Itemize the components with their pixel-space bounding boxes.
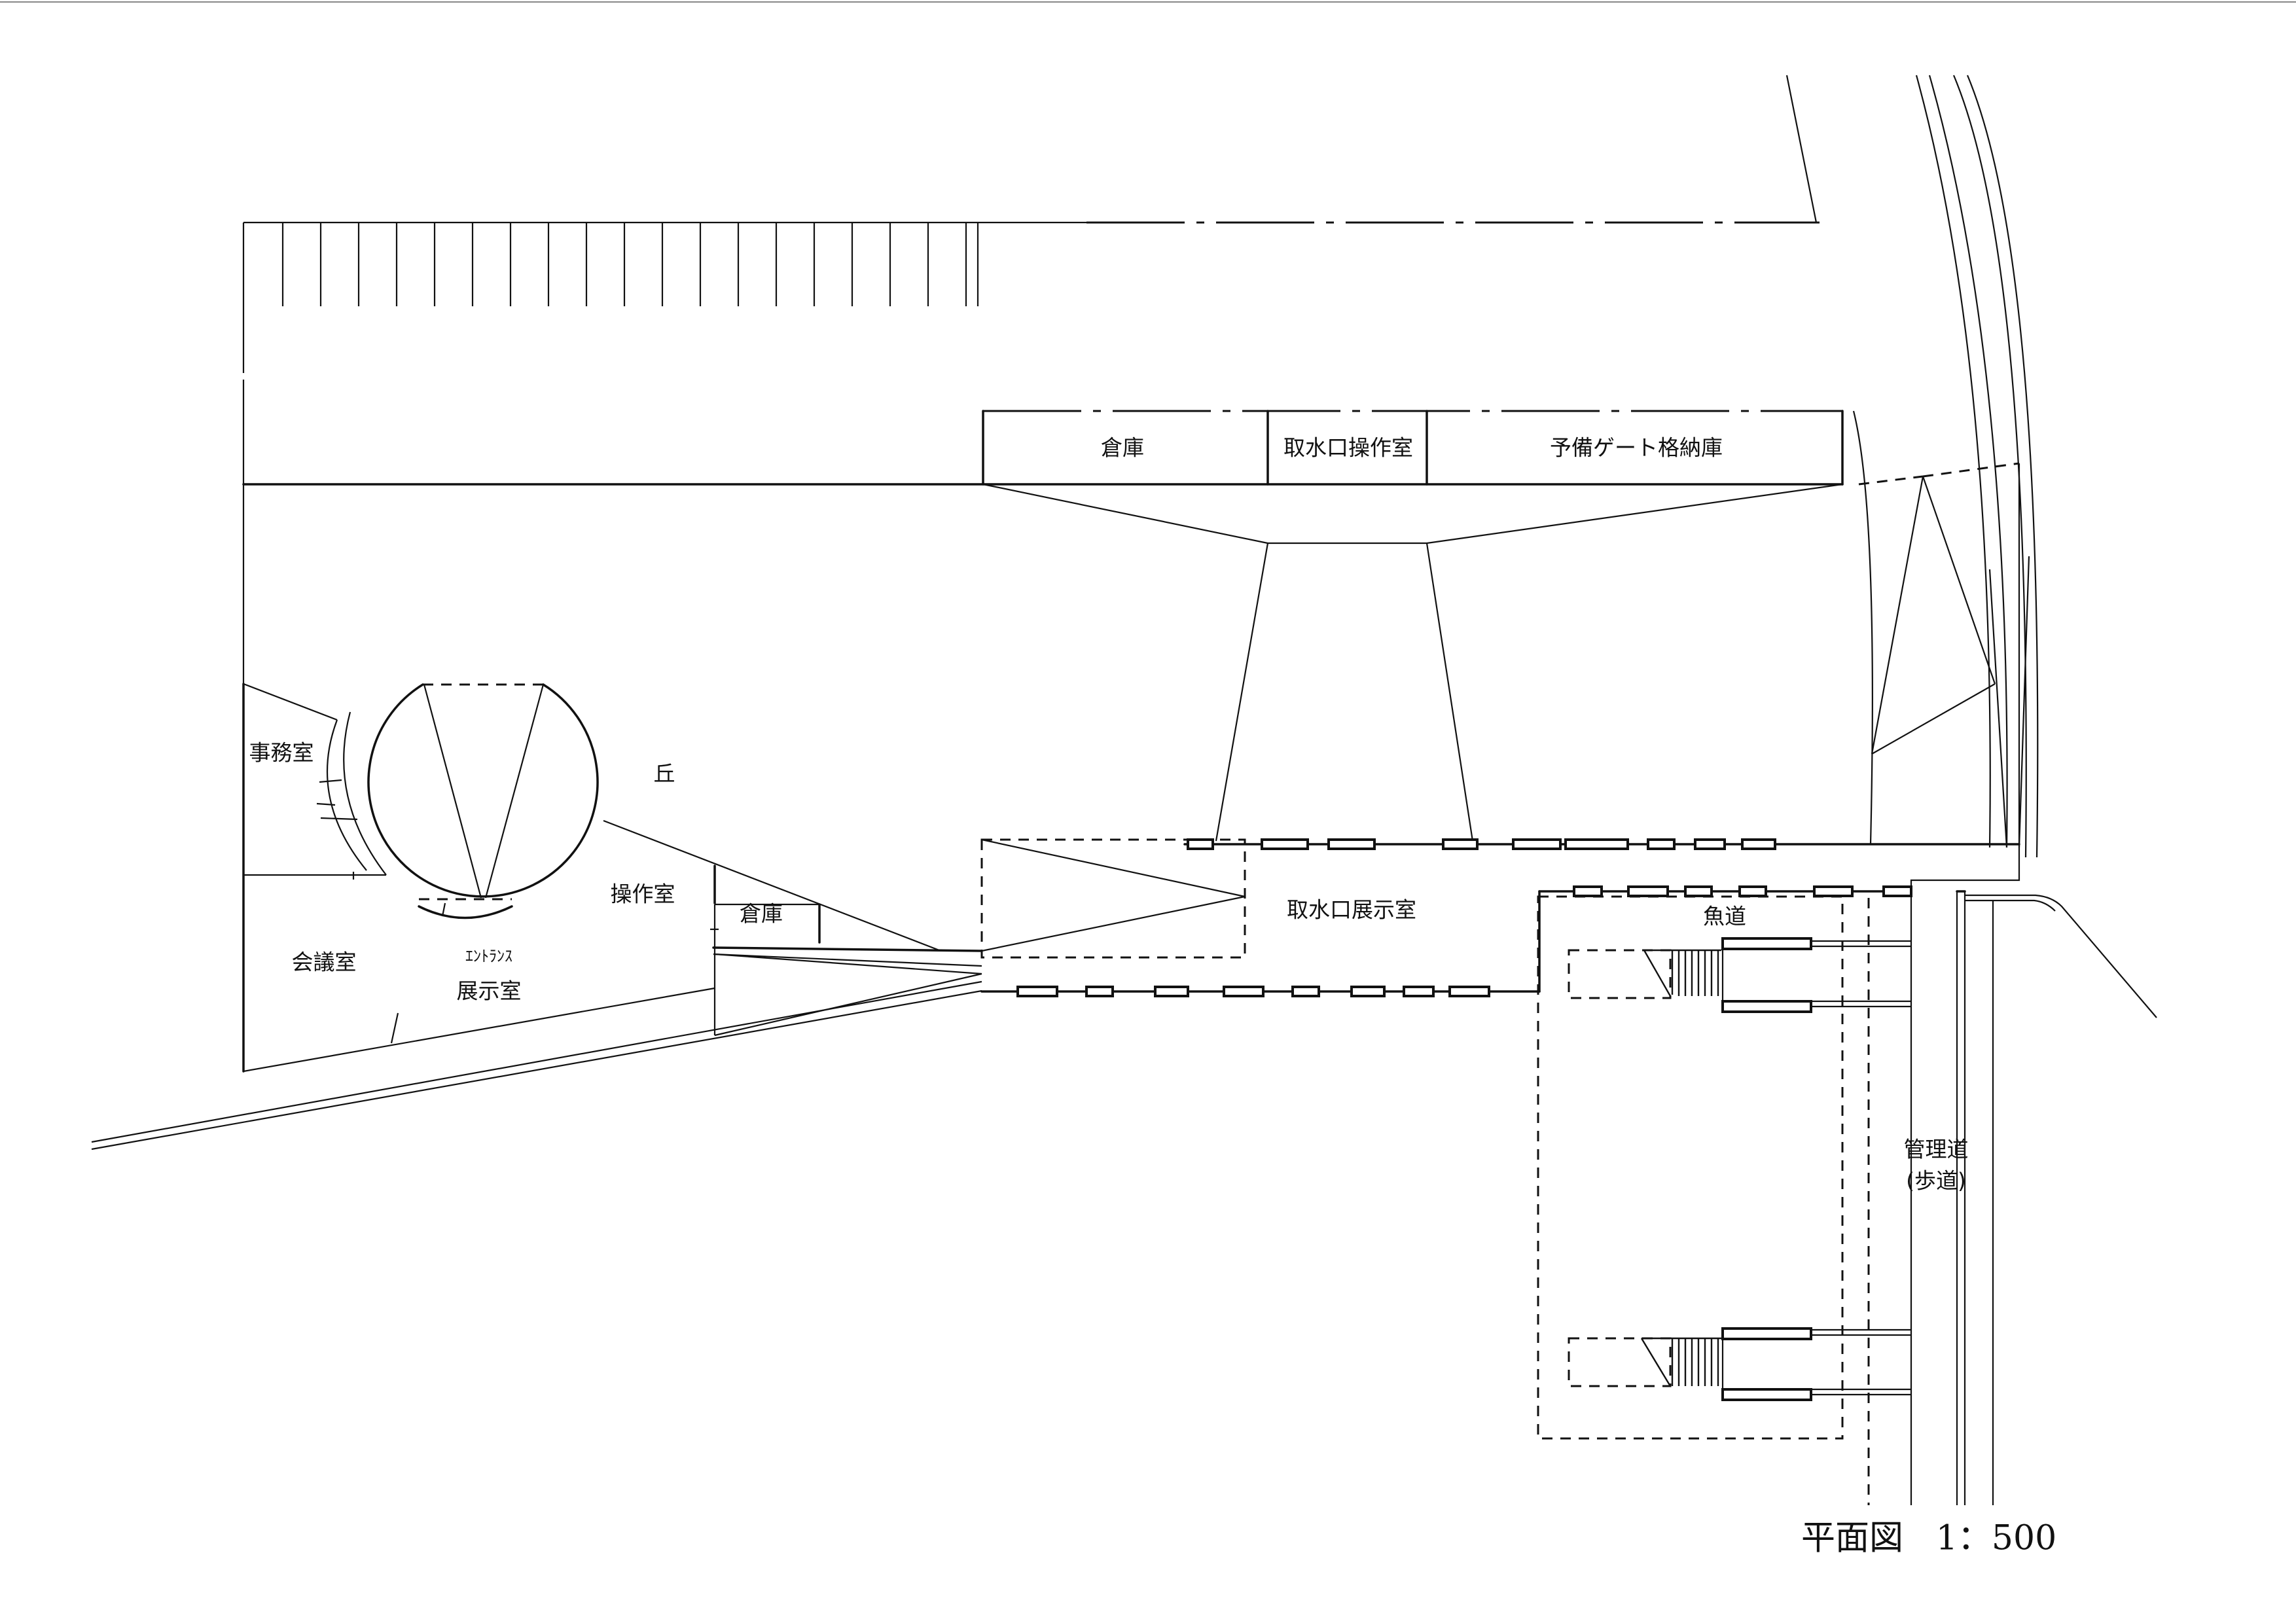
drawing-scale: 1：500	[1936, 1519, 2056, 1558]
parking-stall-lines	[281, 223, 979, 306]
label-storage-north: 倉庫	[1101, 435, 1144, 461]
label-control-room: 操作室	[611, 882, 675, 907]
north-building	[242, 410, 1844, 486]
circular-pavilion	[367, 683, 599, 919]
label-management-road: 管理道	[1904, 1137, 1969, 1162]
label-storage-small: 倉庫	[740, 901, 783, 927]
label-fishway: 魚道	[1703, 904, 1746, 929]
label-entrance: ｴﾝﾄﾗﾝｽ	[465, 947, 512, 965]
control-room-block	[603, 819, 983, 1037]
label-spare-gate-storage: 予備ゲート格納庫	[1550, 435, 1723, 461]
access-road	[91, 980, 982, 1150]
label-walkway: (歩道)	[1906, 1168, 1966, 1194]
label-exhibition-room: 展示室	[457, 978, 522, 1004]
stair-lower	[1640, 1337, 1723, 1387]
fishway-area	[1537, 895, 1911, 1505]
intake-channel	[982, 483, 1843, 842]
label-intake-exhibition-room: 取水口展示室	[1287, 897, 1416, 923]
parking-area	[242, 75, 1820, 684]
river-bank-east	[1852, 75, 2039, 858]
drawing-title-label: 平面図	[1801, 1519, 1903, 1558]
label-office: 事務室	[249, 740, 314, 766]
corridor-windows-south	[1016, 986, 1490, 997]
management-road	[1910, 847, 2157, 1505]
intake-exhibition-corridor	[980, 838, 2020, 997]
drawing-title: 平面図 1：500	[1801, 1519, 2056, 1558]
label-intake-control-room: 取水口操作室	[1283, 435, 1413, 461]
label-meeting-room: 会議室	[292, 950, 357, 975]
stair-upper	[1643, 949, 1721, 997]
corridor-windows-north	[1187, 838, 1776, 850]
west-complex	[242, 683, 715, 1073]
label-hill: 丘	[654, 761, 675, 787]
